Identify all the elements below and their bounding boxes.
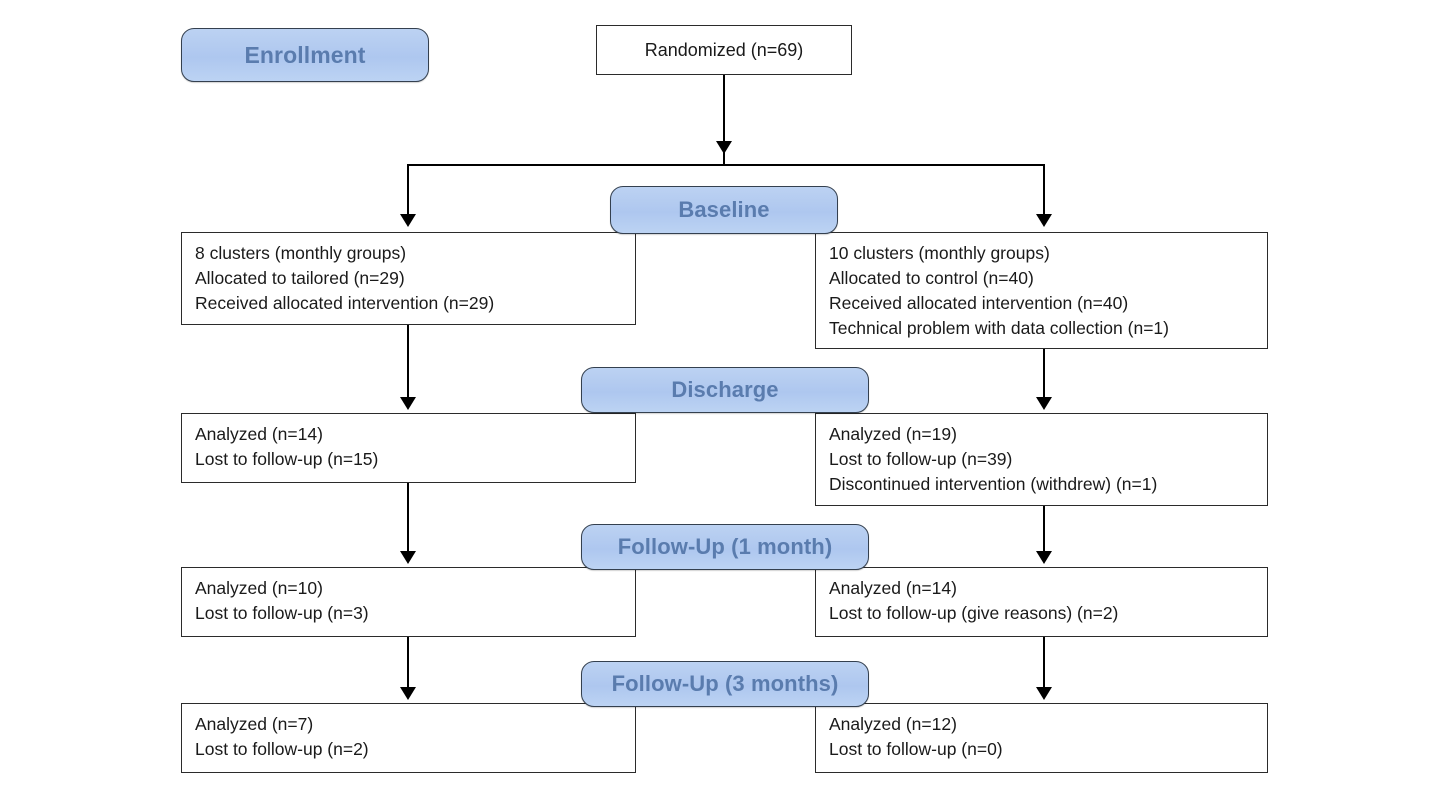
box-followup3-tailored: Analyzed (n=7) Lost to follow-up (n=2) bbox=[181, 703, 636, 773]
stage-label-followup-3-months: Follow-Up (3 months) bbox=[611, 671, 839, 696]
arrowhead-to-right-baseline bbox=[1036, 214, 1052, 227]
arrowhead-left-discharge bbox=[400, 397, 416, 410]
arrowhead-right-followup3 bbox=[1036, 687, 1052, 700]
stage-badge-followup-3-months: Follow-Up (3 months) bbox=[581, 661, 869, 707]
box-baseline-tailored: 8 clusters (monthly groups) Allocated to… bbox=[181, 232, 636, 325]
arrowhead-right-followup1 bbox=[1036, 551, 1052, 564]
stage-label-baseline: Baseline bbox=[678, 197, 770, 222]
box-followup3-control-text: Analyzed (n=12) Lost to follow-up (n=0) bbox=[829, 714, 1003, 759]
box-discharge-tailored-text: Analyzed (n=14) Lost to follow-up (n=15) bbox=[195, 424, 379, 469]
connector-left-discharge-to-followup1 bbox=[407, 483, 409, 553]
stage-badge-enrollment: Enrollment bbox=[181, 28, 429, 82]
connector-right-discharge-to-followup1 bbox=[1043, 506, 1045, 553]
stage-badge-baseline: Baseline bbox=[610, 186, 838, 234]
box-randomized-text: Randomized (n=69) bbox=[644, 40, 804, 60]
box-randomized: Randomized (n=69) bbox=[596, 25, 852, 75]
connector-split-left-down bbox=[407, 164, 409, 216]
connector-split-right-down bbox=[1043, 164, 1045, 216]
box-followup1-tailored: Analyzed (n=10) Lost to follow-up (n=3) bbox=[181, 567, 636, 637]
box-baseline-control: 10 clusters (monthly groups) Allocated t… bbox=[815, 232, 1268, 349]
arrowhead-left-followup1 bbox=[400, 551, 416, 564]
box-followup3-tailored-text: Analyzed (n=7) Lost to follow-up (n=2) bbox=[195, 714, 369, 759]
connector-split-bus bbox=[407, 164, 1045, 166]
connector-right-followup1-to-followup3 bbox=[1043, 637, 1045, 689]
stage-label-discharge: Discharge bbox=[671, 377, 779, 402]
stage-badge-followup-1-month: Follow-Up (1 month) bbox=[581, 524, 869, 570]
box-discharge-control: Analyzed (n=19) Lost to follow-up (n=39)… bbox=[815, 413, 1268, 506]
box-followup1-control-text: Analyzed (n=14) Lost to follow-up (give … bbox=[829, 578, 1119, 623]
box-discharge-tailored: Analyzed (n=14) Lost to follow-up (n=15) bbox=[181, 413, 636, 483]
arrowhead-to-left-baseline bbox=[400, 214, 416, 227]
stage-label-enrollment: Enrollment bbox=[244, 41, 366, 68]
connector-left-followup1-to-followup3 bbox=[407, 637, 409, 689]
box-baseline-tailored-text: 8 clusters (monthly groups) Allocated to… bbox=[195, 243, 495, 313]
box-followup3-control: Analyzed (n=12) Lost to follow-up (n=0) bbox=[815, 703, 1268, 773]
connector-randomized-down bbox=[723, 75, 725, 165]
arrowhead-left-followup3 bbox=[400, 687, 416, 700]
connector-right-baseline-to-discharge bbox=[1043, 349, 1045, 399]
box-discharge-control-text: Analyzed (n=19) Lost to follow-up (n=39)… bbox=[829, 424, 1158, 494]
box-followup1-control: Analyzed (n=14) Lost to follow-up (give … bbox=[815, 567, 1268, 637]
stage-label-followup-1-month: Follow-Up (1 month) bbox=[617, 534, 833, 559]
arrowhead-randomized-down bbox=[716, 141, 732, 154]
stage-badge-discharge: Discharge bbox=[581, 367, 869, 413]
connector-left-baseline-to-discharge bbox=[407, 325, 409, 399]
box-baseline-control-text: 10 clusters (monthly groups) Allocated t… bbox=[829, 243, 1169, 338]
box-followup1-tailored-text: Analyzed (n=10) Lost to follow-up (n=3) bbox=[195, 578, 369, 623]
arrowhead-right-discharge bbox=[1036, 397, 1052, 410]
